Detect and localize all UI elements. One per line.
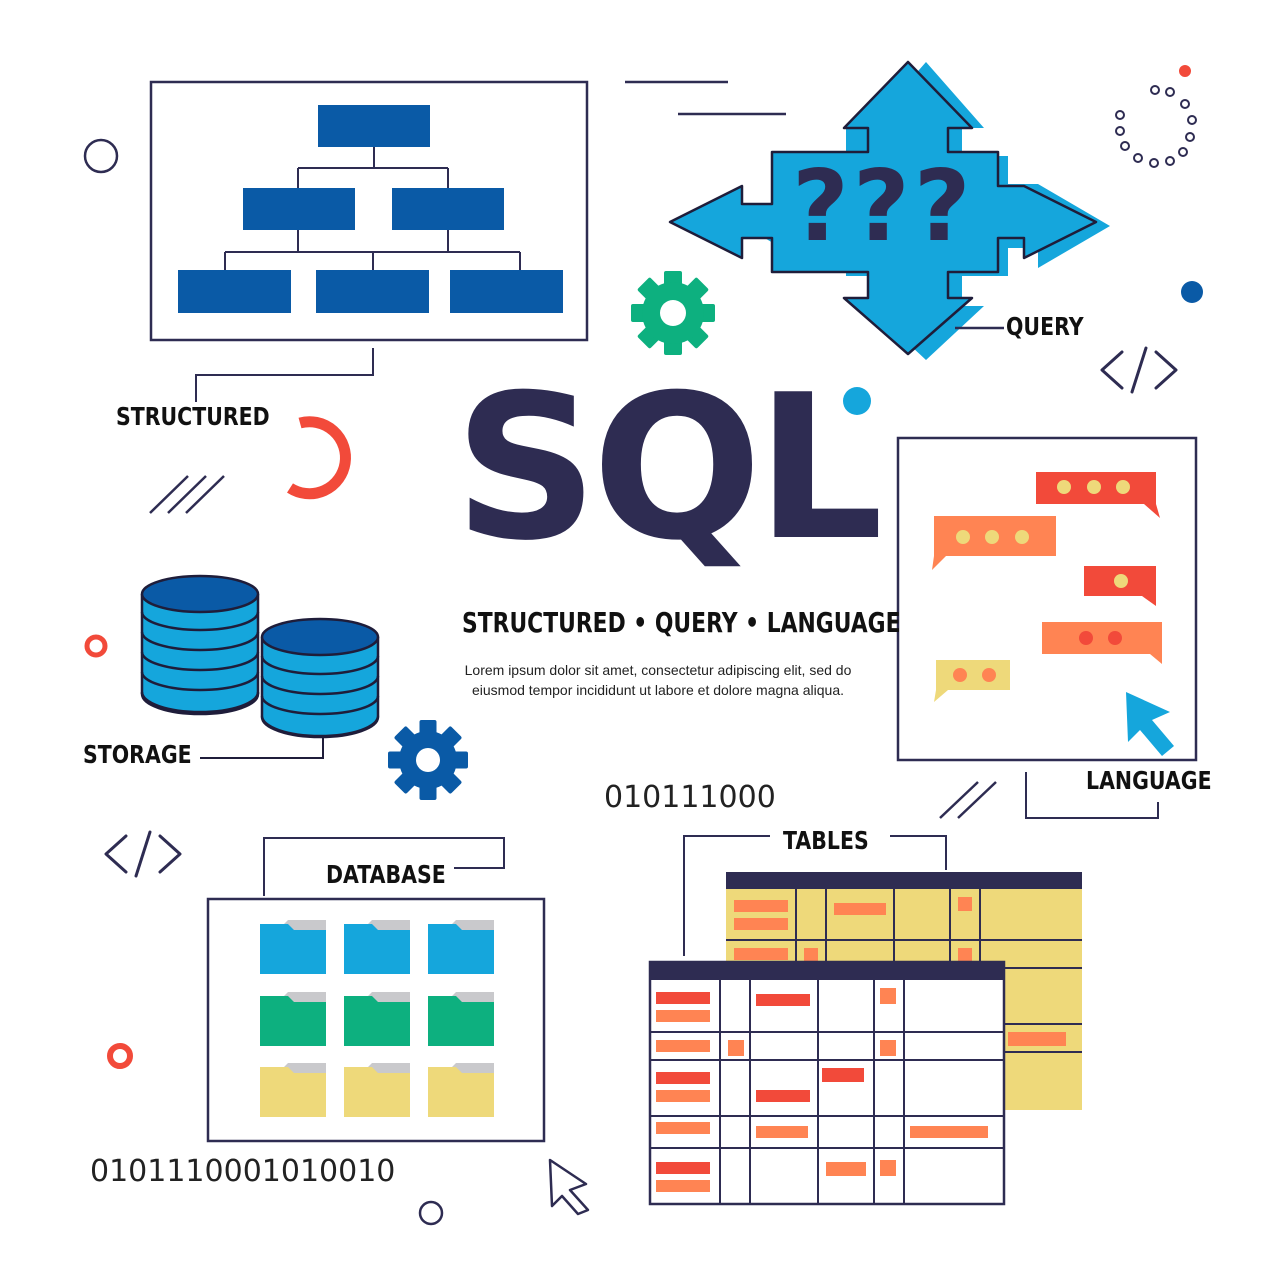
folder-icon bbox=[260, 1067, 326, 1117]
cursor-icon bbox=[1126, 692, 1174, 756]
hatch-decor bbox=[939, 781, 997, 819]
subtitle: STRUCTURED • QUERY • LANGUAGE bbox=[462, 606, 901, 639]
folder-icon bbox=[428, 924, 494, 974]
binary-bottom: 0101110001010010 bbox=[90, 1154, 396, 1189]
folder-icon bbox=[428, 1067, 494, 1117]
label-language: LANGUAGE bbox=[1086, 766, 1212, 795]
label-structured: STRUCTURED bbox=[116, 402, 270, 431]
arc-decor bbox=[287, 416, 351, 500]
table-grid-icon bbox=[648, 835, 1082, 1206]
four-way-arrow-icon bbox=[668, 60, 1110, 360]
page-title: SQL bbox=[454, 352, 884, 585]
folder-icon bbox=[260, 996, 326, 1046]
dot-decor bbox=[1181, 281, 1203, 303]
dot-decor bbox=[843, 387, 871, 415]
label-tables: TABLES bbox=[783, 826, 869, 855]
ring-decor bbox=[83, 138, 119, 174]
loading-dots-icon bbox=[1115, 63, 1197, 168]
folder-icon bbox=[344, 1067, 410, 1117]
hatch-decor bbox=[149, 475, 225, 514]
folder-icon bbox=[344, 996, 410, 1046]
question-marks: ??? bbox=[792, 150, 975, 264]
code-brackets-icon bbox=[104, 830, 182, 878]
binary-top: 010111000 bbox=[604, 780, 776, 815]
chat-bubbles-icon bbox=[896, 436, 1198, 819]
folder-icon bbox=[344, 924, 410, 974]
description: Lorem ipsum dolor sit amet, consectetur … bbox=[464, 662, 852, 698]
gear-icon bbox=[631, 271, 715, 355]
label-storage: STORAGE bbox=[83, 740, 192, 769]
gear-icon bbox=[388, 720, 468, 800]
label-database: DATABASE bbox=[326, 860, 446, 889]
org-chart-icon bbox=[149, 80, 589, 402]
folder-grid-icon bbox=[206, 837, 546, 1143]
cursor-icon bbox=[548, 1158, 590, 1216]
folder-icon bbox=[260, 924, 326, 974]
code-brackets-icon bbox=[1100, 346, 1178, 394]
label-query: QUERY bbox=[1006, 312, 1084, 341]
database-stack-icon bbox=[140, 574, 380, 759]
folder-icon bbox=[428, 996, 494, 1046]
